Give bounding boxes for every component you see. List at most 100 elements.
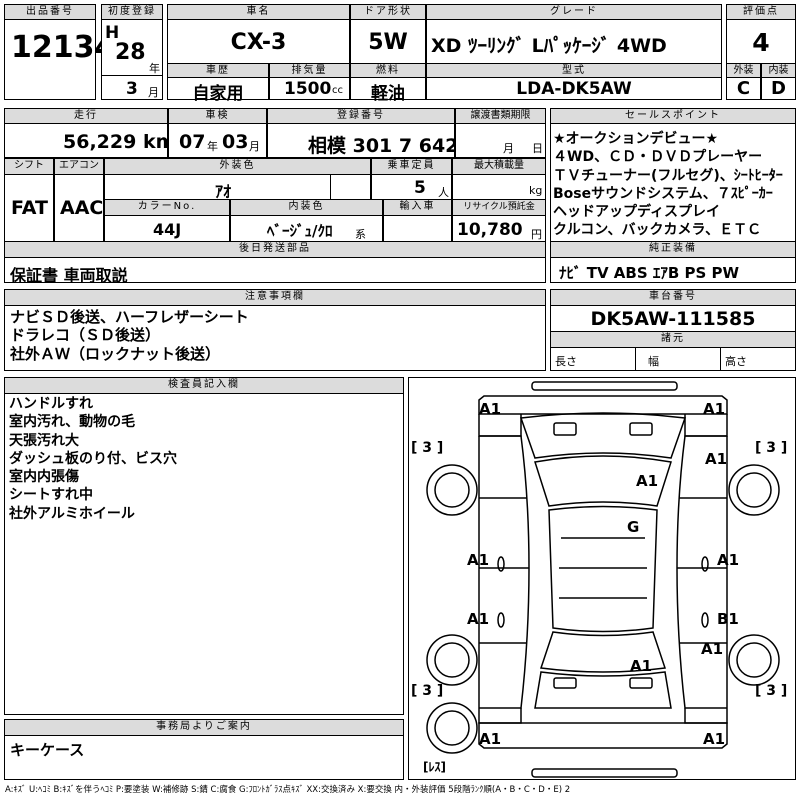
displacement-label: 排気量 bbox=[269, 63, 350, 78]
displacement: 1500 bbox=[284, 79, 332, 99]
front-bumper bbox=[531, 381, 678, 391]
tire-tread-rear-left: [ 3 ] bbox=[411, 683, 444, 699]
rear-panel bbox=[478, 722, 728, 749]
plate-number: 相模 301 7 6425 bbox=[308, 135, 472, 157]
mark-right-front-door: A1 bbox=[717, 551, 740, 569]
spare-tire-status: [ﾚｽ] bbox=[423, 760, 446, 774]
lot-no-label: 出品番号 bbox=[4, 4, 96, 20]
inspection-label: 車検 bbox=[168, 108, 267, 124]
reg-month-unit: 月 bbox=[148, 86, 159, 99]
equipment-label: 純正装備 bbox=[550, 241, 796, 258]
length-label: 長さ bbox=[555, 355, 577, 368]
exterior-label: 外装 bbox=[726, 63, 761, 78]
equipment: ﾅﾋﾞ TV ABS ｴｱB PS PW bbox=[559, 264, 740, 282]
inspector-label: 検査員記入欄 bbox=[4, 377, 404, 394]
history-cell: 自家用 bbox=[167, 77, 269, 104]
legend-footer: A:ｷｽﾞ U:ﾍｺﾐ B:ｷｽﾞを伴うﾍｺﾐ P:要塗装 W:補修跡 S:錆 … bbox=[5, 785, 571, 795]
int-color-label: 内装色 bbox=[230, 199, 383, 216]
mileage-cell: 56,229 km bbox=[4, 123, 175, 158]
import-cell bbox=[383, 215, 452, 242]
score-cell: 4 bbox=[726, 19, 796, 64]
color-no-cell: 44J bbox=[104, 215, 230, 242]
inspection-year-unit: 年 bbox=[207, 140, 218, 153]
reg-year-unit: 年 bbox=[149, 62, 160, 75]
later-parts-label: 後日発送部品 bbox=[4, 241, 546, 258]
shift-label: シフト bbox=[4, 158, 54, 175]
ac-label: エアコン bbox=[54, 158, 104, 175]
inspection-month-unit: 月 bbox=[249, 140, 260, 153]
lot-no-cell: 12134 bbox=[4, 19, 115, 100]
ac-cell: AAC bbox=[54, 174, 104, 242]
grade: XD ﾂｰﾘﾝｸﾞ Lﾊﾟｯｹｰｼﾞ 4WD bbox=[431, 35, 667, 57]
score-label: 評価点 bbox=[726, 4, 796, 20]
color-no: 44J bbox=[153, 220, 182, 239]
color-no-label: カラーNo. bbox=[104, 199, 230, 216]
office-notes: キーケース bbox=[10, 741, 85, 759]
mark-right-rear-door: B1 bbox=[717, 610, 739, 628]
max-load-cell: kg bbox=[452, 174, 546, 200]
reg-month-cell: 3 月 bbox=[101, 75, 163, 100]
ext-color-extra bbox=[330, 174, 371, 200]
interior-grade: D bbox=[771, 78, 786, 99]
transfer-day-unit: 日 bbox=[532, 142, 543, 155]
capacity-cell: 5 人 bbox=[371, 174, 452, 200]
left-side bbox=[479, 435, 530, 709]
door-cell: 5W bbox=[350, 19, 426, 64]
model-type: LDA-DK5AW bbox=[516, 79, 632, 99]
inspector-cell: ハンドルすれ 室内汚れ、動物の毛 天張汚れ大 ダッシュ板のり付、ビス穴 室内内張… bbox=[4, 393, 404, 715]
plate-cell: 相模 301 7 6425 bbox=[267, 123, 472, 158]
notes-cell: ナビＳＤ後送、ハーフレザーシート ドラレコ（ＳＤ後送） 社外ＡＷ（ロックナット後… bbox=[4, 305, 546, 371]
model-name: CX-3 bbox=[230, 30, 287, 55]
chassis-label: 車台番号 bbox=[550, 289, 796, 306]
equipment-cell: ﾅﾋﾞ TV ABS ｴｱB PS PW bbox=[550, 257, 796, 283]
headlight-left bbox=[553, 422, 577, 436]
int-color-cell: ﾍﾞｰｼﾞｭ/ｸﾛ 系 bbox=[230, 215, 383, 242]
displacement-cell: 1500 cc bbox=[269, 77, 350, 100]
selling-points-cell: ★オークションデビュー★ ４WD、ＣＤ・ＤＶＤプレーヤー ＴＶチューナー(フルセ… bbox=[550, 123, 796, 242]
damage-diagram: A1 A1 A1 A1 G A1 A1 A1 B1 A1 A1 A1 A1 [ … bbox=[408, 377, 796, 780]
mark-left-front-door: A1 bbox=[467, 551, 490, 569]
transfer-cell: 月 日 bbox=[455, 123, 546, 158]
recycle-cell: 10,780 円 bbox=[452, 215, 546, 242]
rear-bumper bbox=[531, 768, 678, 778]
mileage-unit: km bbox=[143, 131, 176, 153]
int-color-suffix: 系 bbox=[355, 228, 366, 241]
front-panel bbox=[478, 395, 728, 415]
lot-number: 12134 bbox=[11, 30, 116, 65]
max-load-unit: kg bbox=[529, 184, 543, 197]
ac: AAC bbox=[60, 197, 104, 219]
ext-color: ｱｵ bbox=[215, 182, 232, 201]
tire-rear-right bbox=[728, 634, 780, 686]
roof bbox=[548, 505, 658, 633]
exterior-cell: C bbox=[726, 77, 761, 100]
selling-points: ★オークションデビュー★ ４WD、ＣＤ・ＤＶＤプレーヤー ＴＶチューナー(フルセ… bbox=[553, 131, 783, 239]
model-name-cell: CX-3 bbox=[167, 19, 350, 64]
width-label: 幅 bbox=[648, 355, 659, 368]
exterior-grade: C bbox=[736, 78, 751, 99]
type-cell: LDA-DK5AW bbox=[426, 77, 722, 100]
tire-tread-front-left: [ 3 ] bbox=[411, 440, 444, 456]
score: 4 bbox=[752, 28, 770, 57]
history: 自家用 bbox=[192, 84, 244, 104]
office-cell: キーケース bbox=[4, 735, 404, 780]
tire-tread-front-right: [ 3 ] bbox=[755, 440, 788, 456]
mark-rear-panel-left: A1 bbox=[479, 730, 502, 748]
history-label: 車歴 bbox=[167, 63, 269, 78]
chassis-cell: DK5AW-111585 bbox=[550, 305, 796, 332]
mileage: 56,229 bbox=[63, 131, 137, 153]
width-cell: 幅 bbox=[635, 347, 721, 371]
fuel-label: 燃料 bbox=[350, 63, 426, 78]
headlight-right bbox=[629, 422, 653, 436]
car-outline bbox=[426, 381, 780, 778]
inspection-year: 07 bbox=[179, 131, 206, 153]
capacity-label: 乗車定員 bbox=[371, 158, 452, 175]
mark-rear-panel-right: A1 bbox=[703, 730, 726, 748]
shift: FAT bbox=[11, 197, 48, 219]
taillight-right bbox=[629, 677, 653, 689]
notes-label: 注意事項欄 bbox=[4, 289, 546, 306]
height-cell: 高さ bbox=[720, 347, 796, 371]
import-label: 輸入車 bbox=[383, 199, 452, 216]
plate-label: 登録番号 bbox=[267, 108, 455, 124]
capacity-unit: 人 bbox=[438, 186, 449, 199]
office-label: 事務局よりご案内 bbox=[4, 719, 404, 736]
